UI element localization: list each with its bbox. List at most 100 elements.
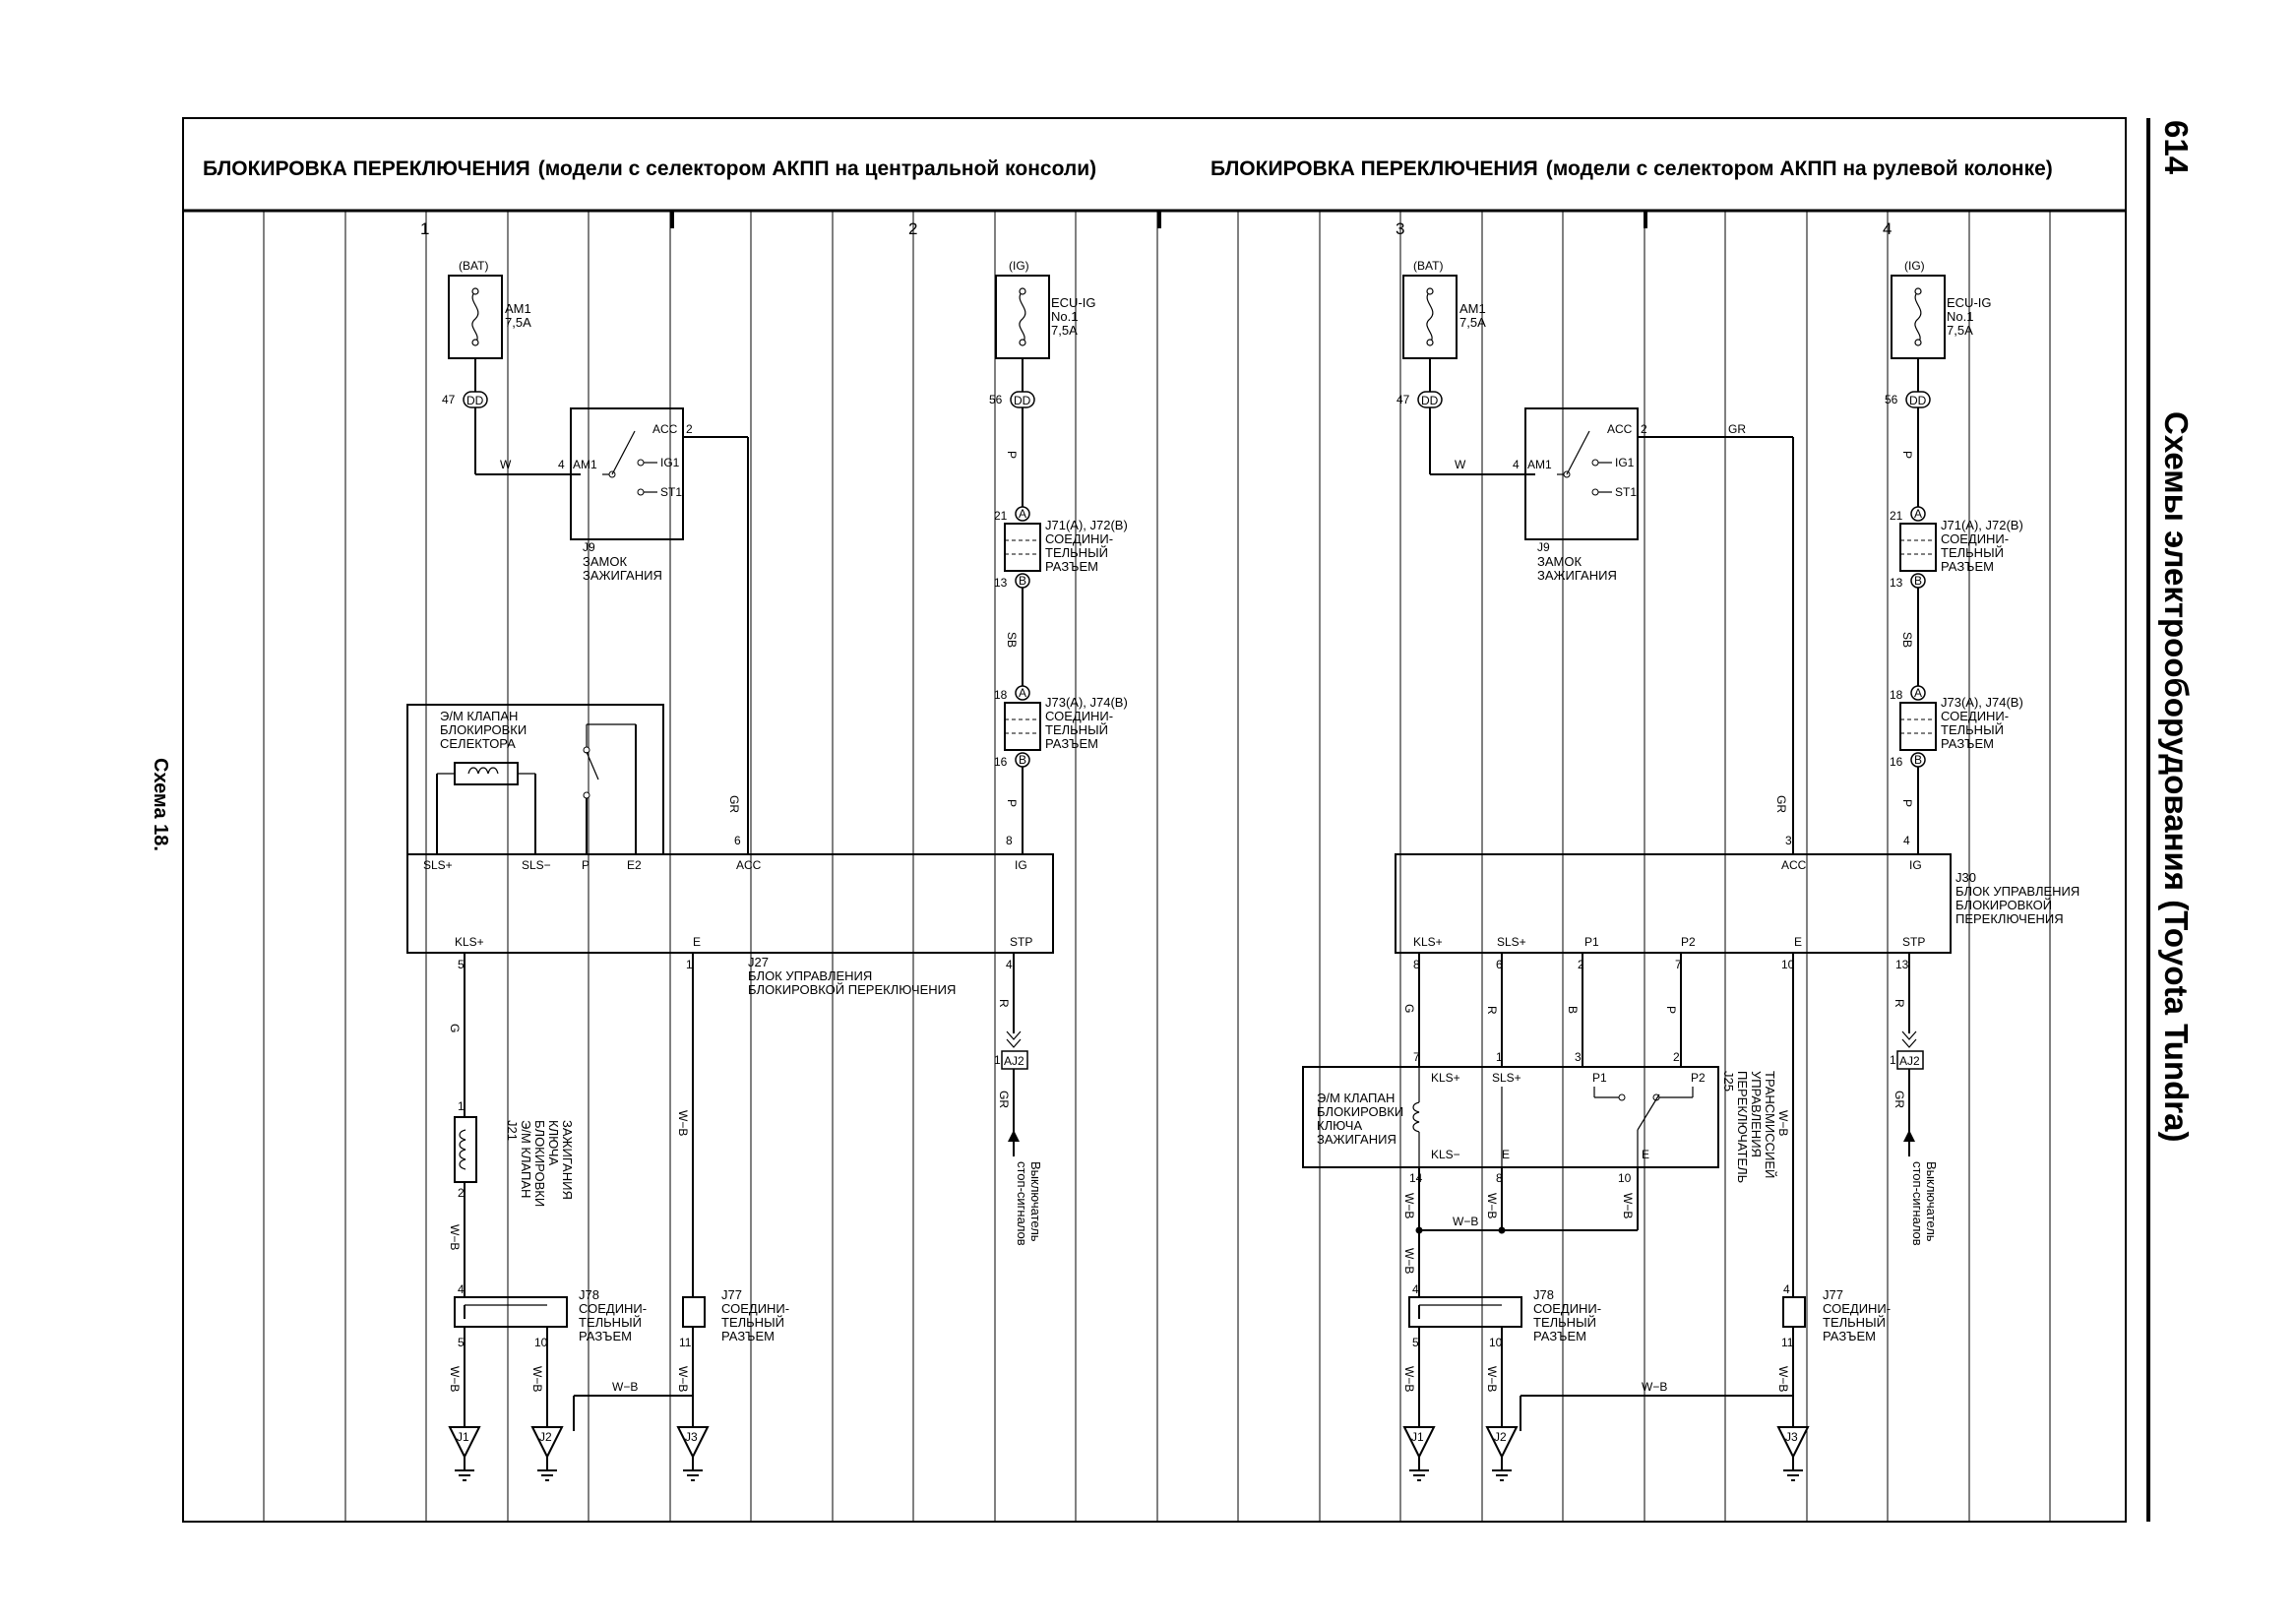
svg-text:AM1: AM1 <box>1459 301 1486 316</box>
svg-text:Э/М КЛАПАН: Э/М КЛАПАН <box>440 709 518 723</box>
svg-text:KLS+: KLS+ <box>1413 935 1443 949</box>
svg-text:ТЕЛЬНЫЙ: ТЕЛЬНЫЙ <box>1045 545 1108 560</box>
svg-text:СОЕДИНИ-: СОЕДИНИ- <box>1045 531 1113 546</box>
svg-text:A: A <box>1914 686 1922 700</box>
svg-text:A: A <box>1914 507 1922 521</box>
svg-text:56: 56 <box>1885 393 1898 406</box>
svg-text:1: 1 <box>1890 1053 1896 1067</box>
svg-text:SLS+: SLS+ <box>1492 1071 1521 1085</box>
svg-text:AM1: AM1 <box>1527 458 1552 471</box>
svg-text:W−B: W−B <box>1776 1366 1790 1392</box>
svg-text:4: 4 <box>1006 958 1013 971</box>
svg-text:W−B: W−B <box>1402 1366 1416 1392</box>
ecu-j30 <box>1395 853 1952 954</box>
ecu-j27 <box>406 853 1054 954</box>
svg-text:B: B <box>1914 753 1922 767</box>
svg-text:5: 5 <box>458 1336 465 1349</box>
svg-text:РАЗЪЕМ: РАЗЪЕМ <box>1823 1329 1876 1343</box>
svg-text:стоп-сигналов: стоп-сигналов <box>1015 1161 1029 1246</box>
svg-text:J1: J1 <box>457 1430 469 1444</box>
svg-text:ЗАЖИГАНИЯ: ЗАЖИГАНИЯ <box>560 1120 575 1200</box>
svg-text:2: 2 <box>458 1186 465 1200</box>
connector-j78-right <box>1408 1296 1522 1328</box>
svg-text:УПРАВЛЕНИЯ: УПРАВЛЕНИЯ <box>1749 1071 1764 1157</box>
svg-text:БЛОКИРОВКИ: БЛОКИРОВКИ <box>440 722 527 737</box>
svg-text:J73(A), J74(B): J73(A), J74(B) <box>1941 695 2023 710</box>
svg-text:1: 1 <box>458 1099 465 1113</box>
svg-text:P1: P1 <box>1584 935 1599 949</box>
svg-text:КЛЮЧА: КЛЮЧА <box>1317 1118 1362 1133</box>
svg-text:РАЗЪЕМ: РАЗЪЕМ <box>1941 559 1994 574</box>
svg-text:ПЕРЕКЛЮЧЕНИЯ: ПЕРЕКЛЮЧЕНИЯ <box>1955 911 2064 926</box>
svg-text:R: R <box>1893 999 1906 1008</box>
column-dividers <box>670 211 1647 228</box>
svg-text:8: 8 <box>1413 958 1420 971</box>
svg-text:J78: J78 <box>579 1287 599 1302</box>
svg-text:ACC: ACC <box>1781 858 1807 872</box>
svg-text:СОЕДИНИ-: СОЕДИНИ- <box>579 1301 647 1316</box>
svg-text:47: 47 <box>1396 393 1410 406</box>
svg-text:STP: STP <box>1010 935 1032 949</box>
pin-4: 4 <box>558 458 565 471</box>
svg-text:СЕЛЕКТОРА: СЕЛЕКТОРА <box>440 736 516 751</box>
svg-text:W−B: W−B <box>448 1366 462 1392</box>
svg-text:J71(A), J72(B): J71(A), J72(B) <box>1941 518 2023 532</box>
connector-j73 <box>1004 702 1041 751</box>
svg-text:ACC: ACC <box>652 422 678 436</box>
svg-text:E: E <box>1642 1148 1649 1161</box>
page-number: 614 <box>2158 120 2195 175</box>
column-number-2: 2 <box>908 219 917 238</box>
svg-text:2: 2 <box>1673 1050 1680 1064</box>
column-number-3: 3 <box>1396 219 1404 238</box>
left-diagram: (BAT) AM1 7,5A 47 DD W 4 AM1 ACC 2 IG1 S… <box>406 259 1128 1481</box>
svg-text:18: 18 <box>1890 688 1903 702</box>
svg-text:W−B: W−B <box>1402 1248 1416 1274</box>
svg-text:6: 6 <box>1496 958 1503 971</box>
svg-text:4: 4 <box>458 1282 465 1296</box>
svg-text:R: R <box>997 999 1011 1008</box>
svg-text:(IG): (IG) <box>1904 259 1925 273</box>
svg-text:4: 4 <box>1783 1282 1790 1296</box>
svg-text:J9: J9 <box>583 540 595 554</box>
svg-text:GR: GR <box>997 1091 1011 1108</box>
connector-j77-right <box>1782 1296 1806 1328</box>
svg-text:E: E <box>1794 935 1802 949</box>
svg-text:J2: J2 <box>539 1430 552 1444</box>
svg-text:W−B: W−B <box>612 1380 638 1394</box>
svg-text:J27: J27 <box>748 955 769 969</box>
svg-text:W−B: W−B <box>1642 1380 1667 1394</box>
pin-47: 47 <box>442 393 456 406</box>
svg-text:КЛЮЧА: КЛЮЧА <box>546 1120 561 1165</box>
ground-j1: J1 <box>448 1426 481 1481</box>
svg-text:B: B <box>1019 753 1026 767</box>
svg-text:E: E <box>1502 1148 1510 1161</box>
svg-text:DD: DD <box>1014 394 1031 407</box>
svg-text:B: B <box>1566 1006 1580 1014</box>
svg-text:W−B: W−B <box>530 1366 544 1392</box>
svg-text:БЛОК УПРАВЛЕНИЯ: БЛОК УПРАВЛЕНИЯ <box>748 968 872 983</box>
svg-text:БЛОКИРОВКОЙ ПЕРЕКЛЮЧЕНИЯ: БЛОКИРОВКОЙ ПЕРЕКЛЮЧЕНИЯ <box>748 982 956 997</box>
svg-text:J71(A), J72(B): J71(A), J72(B) <box>1045 518 1128 532</box>
svg-text:ЗАМОК: ЗАМОК <box>1537 554 1582 569</box>
svg-text:AJ2: AJ2 <box>1004 1054 1024 1068</box>
ground-j3-right: J3 <box>1776 1426 1810 1481</box>
svg-text:6: 6 <box>734 834 741 847</box>
page-frame <box>182 117 2127 1523</box>
svg-text:STP: STP <box>1902 935 1925 949</box>
svg-text:W−B: W−B <box>1402 1193 1416 1218</box>
svg-text:11: 11 <box>679 1336 692 1349</box>
svg-text:8: 8 <box>1006 834 1013 847</box>
connector-dd: DD <box>466 394 484 407</box>
ground-j3: J3 <box>676 1426 710 1481</box>
svg-text:РАЗЪЕМ: РАЗЪЕМ <box>1045 559 1098 574</box>
svg-text:1: 1 <box>686 958 693 971</box>
svg-text:РАЗЪЕМ: РАЗЪЕМ <box>721 1329 775 1343</box>
svg-text:No.1: No.1 <box>1051 309 1078 324</box>
svg-text:4: 4 <box>1412 1282 1419 1296</box>
svg-text:P: P <box>1005 451 1019 459</box>
svg-text:B: B <box>1019 574 1026 588</box>
svg-text:3: 3 <box>1575 1050 1582 1064</box>
svg-text:РАЗЪЕМ: РАЗЪЕМ <box>1941 736 1994 751</box>
section-title: Схемы электрооборудования (Toyota Tundra… <box>2158 411 2195 1142</box>
